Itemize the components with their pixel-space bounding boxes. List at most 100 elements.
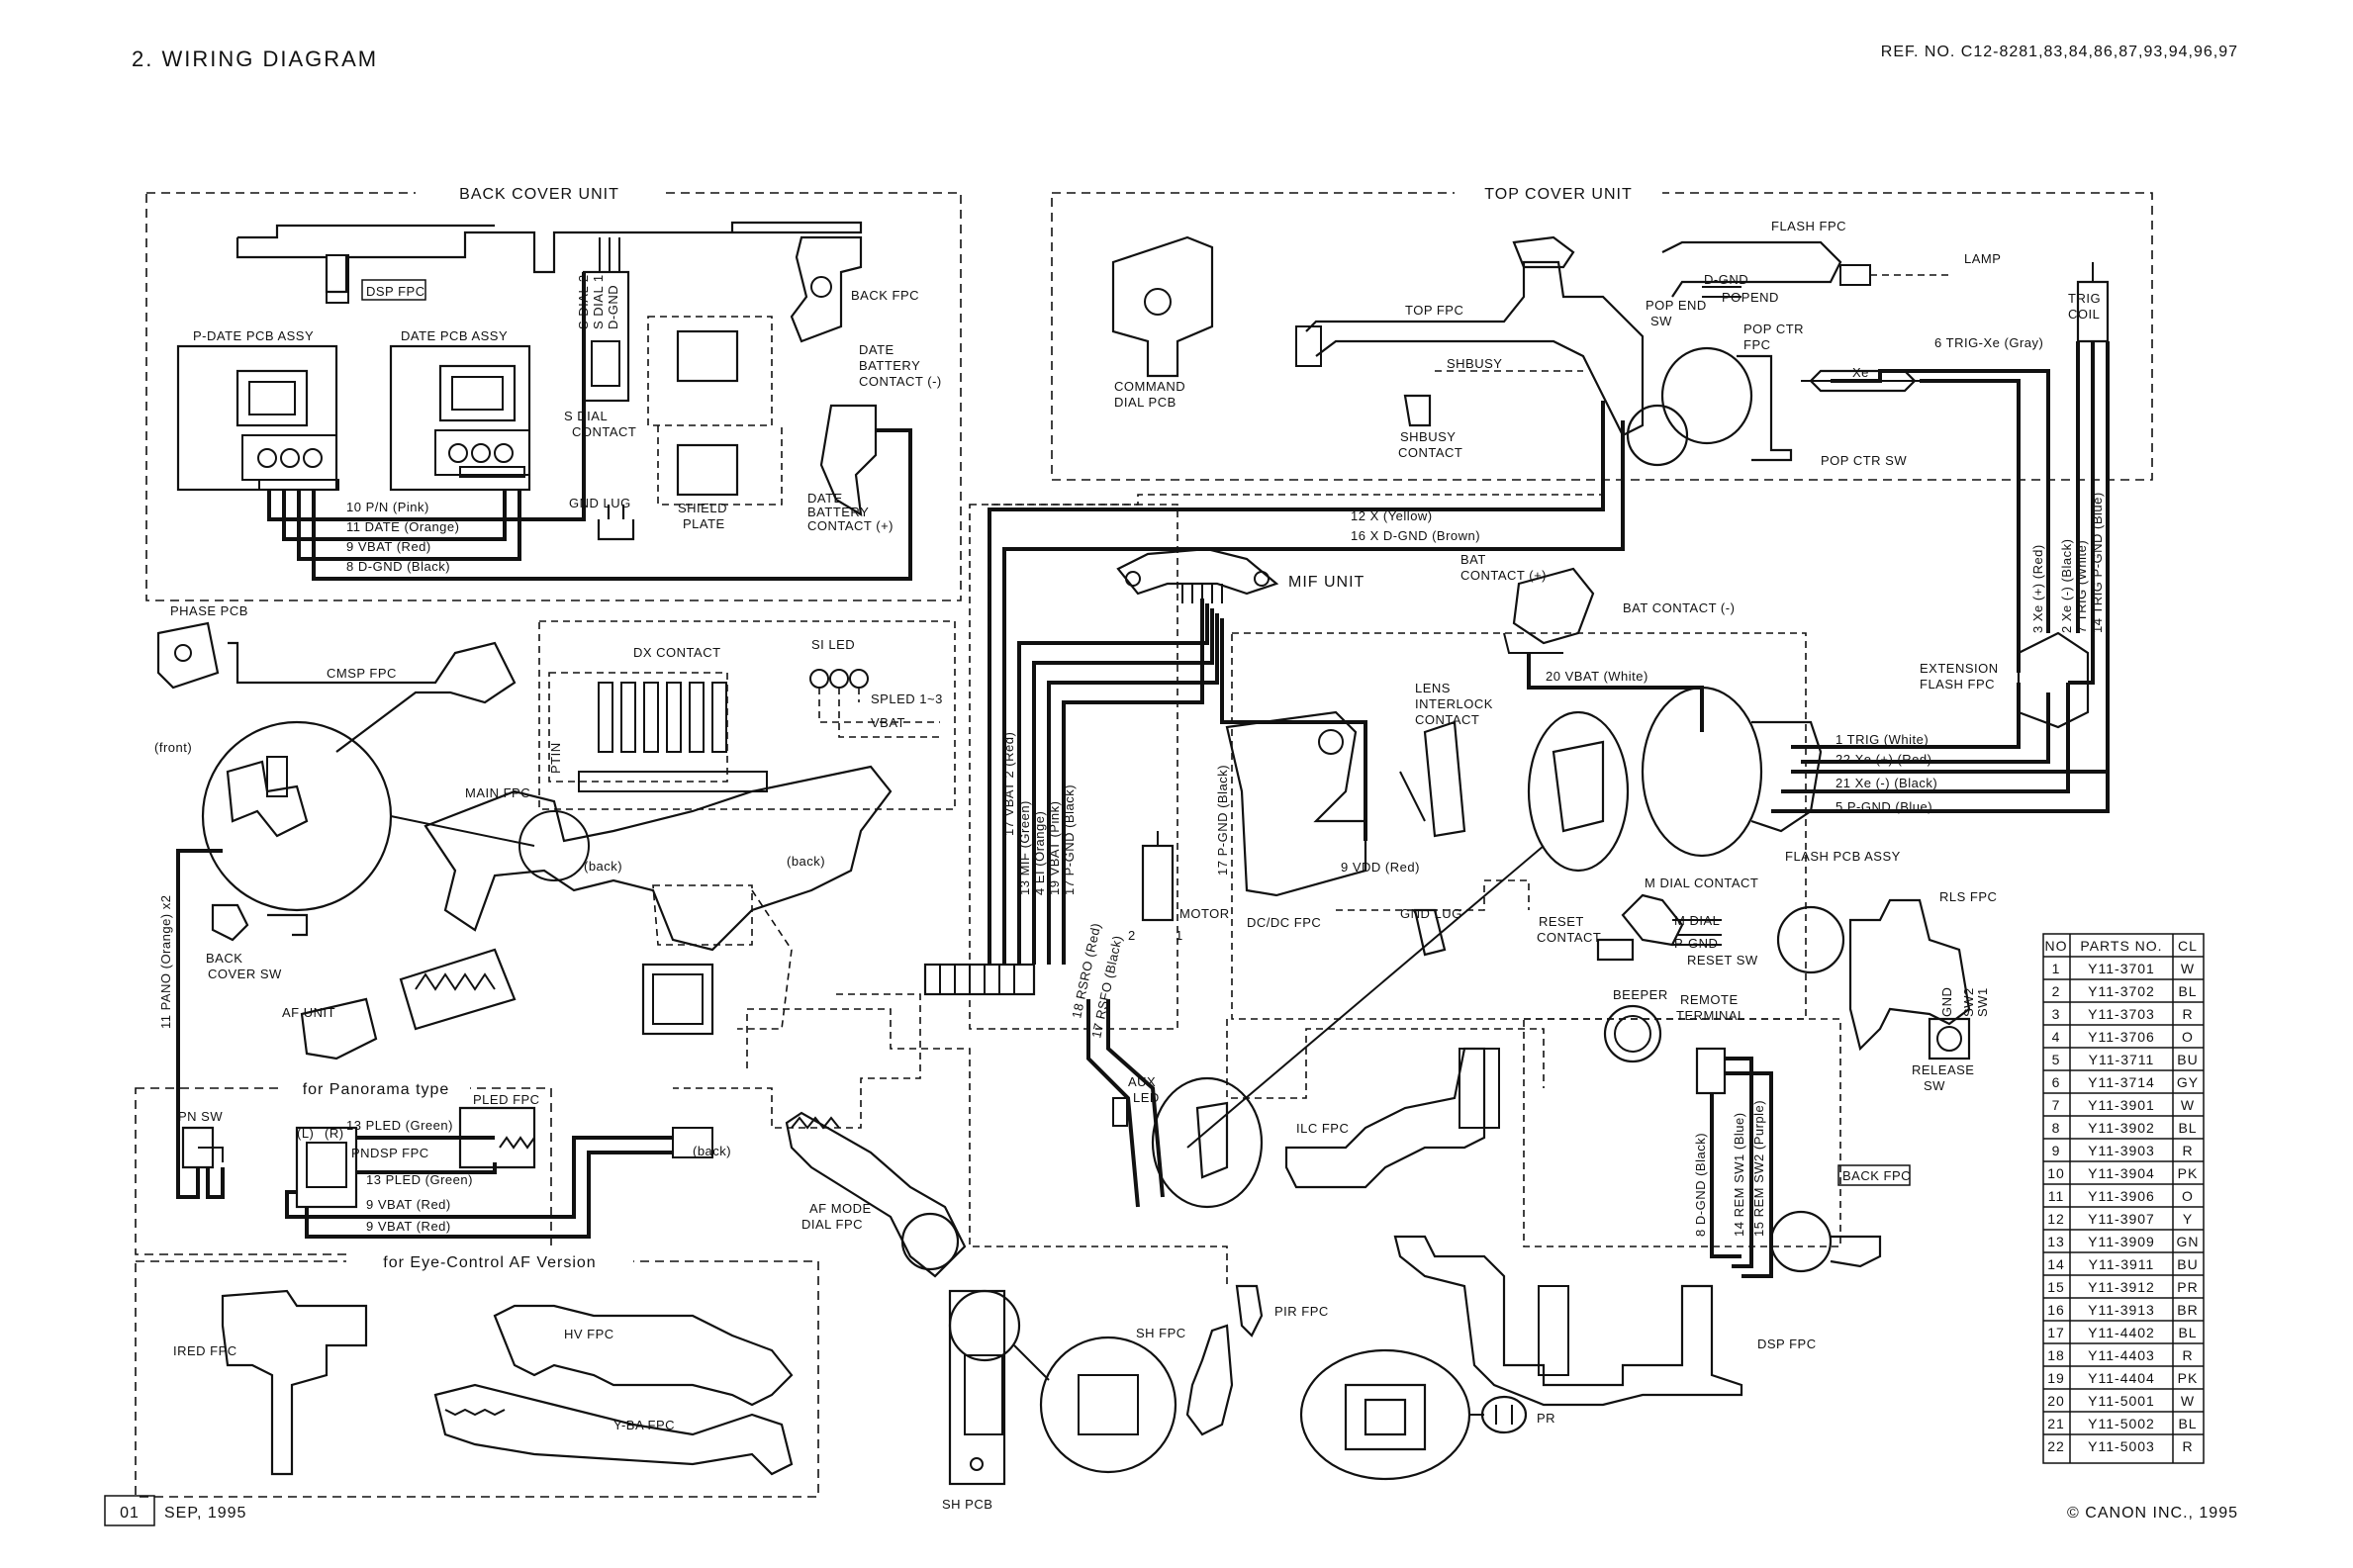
parts-no: 4: [2052, 1029, 2061, 1045]
panorama-label: for Panorama type: [303, 1081, 450, 1098]
component-label: D-GND: [1704, 272, 1748, 287]
lens-interlock-contact: [1423, 720, 1466, 838]
component-label: SW2: [1961, 987, 1976, 1017]
component-label: (back): [693, 1144, 731, 1158]
wire-label: 16 X D-GND (Brown): [1351, 528, 1480, 543]
date-lcd-inner: [451, 376, 504, 411]
component-label: SHBUSY: [1447, 356, 1502, 371]
parts-number: Y11-5003: [2088, 1438, 2155, 1454]
component-label: POP END: [1646, 298, 1707, 313]
flash-pcb-detail-trace: [1552, 740, 1605, 833]
parts-table-header: NO: [2045, 938, 2068, 954]
wire-label: 17 P-GND (Black): [1215, 765, 1230, 876]
component-label: BATTERY: [807, 505, 869, 519]
parts-no: 5: [2052, 1052, 2061, 1067]
component-label: RELEASE: [1912, 1062, 1974, 1077]
af-mode-dial: [900, 1212, 960, 1271]
reset-contact: [1596, 938, 1635, 962]
wire: [1831, 369, 2050, 633]
bat-contact-tab: [1503, 632, 1563, 654]
wire-label: 21 Xe (-) (Black): [1835, 776, 1937, 790]
parts-color: PK: [2178, 1370, 2199, 1386]
date-button: [471, 443, 491, 463]
reference-number: REF. NO. C12-8281,83,84,86,87,93,94,96,9…: [1881, 44, 2238, 60]
parts-no: 7: [2052, 1097, 2061, 1113]
main-fpc-lens: [518, 810, 590, 881]
date-button-panel: [434, 429, 530, 476]
wire-label: 9 VBAT (Red): [366, 1219, 451, 1234]
af-unit-spring: [415, 972, 496, 991]
wire: [1771, 772, 2110, 813]
wire: [1527, 653, 1704, 732]
component-label: BAT: [1460, 552, 1486, 567]
wire-label: 3 Xe (+) (Red): [2030, 544, 2045, 633]
pir-fpc: [1235, 1284, 1264, 1337]
eye-control-frame: [135, 1260, 819, 1498]
parts-no: 1: [2052, 961, 2061, 976]
component-label: DIAL FPC: [801, 1217, 863, 1232]
date-button: [494, 443, 514, 463]
parts-table-column-divider: [2069, 934, 2174, 1463]
wire-label: 13 PLED (Green): [346, 1118, 453, 1133]
top-fpc-connector: [1295, 325, 1322, 367]
parts-number: Y11-3904: [2088, 1165, 2155, 1181]
remote-terminal: [1695, 1047, 1727, 1095]
component-label: PN SW: [178, 1109, 223, 1124]
main-body-frame: [538, 620, 956, 810]
si-led: [849, 669, 869, 689]
lower-right-frame: [1523, 1018, 1841, 1247]
parts-color: BL: [2178, 1120, 2197, 1136]
p-date-button: [303, 448, 323, 468]
component-label: SI LED: [811, 637, 855, 652]
shield-plate-window: [676, 329, 739, 383]
p-date-lcd-inner: [248, 381, 296, 415]
parts-number: Y11-4403: [2088, 1347, 2155, 1363]
component-label: TOP FPC: [1405, 303, 1463, 318]
parts-no: 6: [2052, 1074, 2061, 1090]
wire-label: 2: [1128, 928, 1136, 943]
parts-color: R: [2182, 1347, 2193, 1363]
component-label: SHIELD: [678, 501, 727, 515]
parts-no: 11: [2048, 1188, 2065, 1204]
dx-contact-block: [548, 672, 728, 783]
component-label: (L): [297, 1126, 314, 1141]
shield-plate-window: [676, 443, 739, 497]
component-label: Y-BA FPC: [613, 1418, 675, 1432]
component-label: BACK FPC: [851, 288, 919, 303]
wire-label: 9 VBAT (Red): [366, 1197, 451, 1212]
dc-dc-coil: [1318, 729, 1344, 755]
component-label: BATTERY: [859, 358, 920, 373]
s-dial-contact-body: [591, 340, 620, 387]
component-label: GND LUG: [1400, 906, 1462, 921]
component-label: COMMAND: [1114, 379, 1185, 394]
dsp-fpc-trace: [235, 221, 863, 294]
pndsp-fpc: [295, 1126, 358, 1209]
component-label: (front): [154, 740, 192, 755]
parts-no: 13: [2047, 1234, 2065, 1249]
parts-number: Y11-3901: [2088, 1097, 2155, 1113]
component-label: CONTACT: [1415, 712, 1479, 727]
back-cover-unit-label: BACK COVER UNIT: [459, 186, 619, 203]
wire: [1220, 618, 1367, 841]
dx-contact-pin: [689, 682, 705, 753]
shbusy-contact: [1403, 394, 1432, 427]
pr-element-mark: [1495, 1405, 1513, 1425]
component-label: SW: [1650, 314, 1672, 328]
parts-color: W: [2181, 1393, 2195, 1409]
date-connector: [459, 466, 525, 478]
wire: [312, 428, 912, 581]
page-number-box: [104, 1495, 155, 1526]
parts-number: Y11-3909: [2088, 1234, 2155, 1249]
release-sw: [1928, 1017, 1971, 1061]
parts-number: Y11-3906: [2088, 1188, 2155, 1204]
parts-color: BU: [2177, 1052, 2198, 1067]
wire: [1002, 420, 1625, 965]
component-label: AF UNIT: [282, 1005, 335, 1020]
